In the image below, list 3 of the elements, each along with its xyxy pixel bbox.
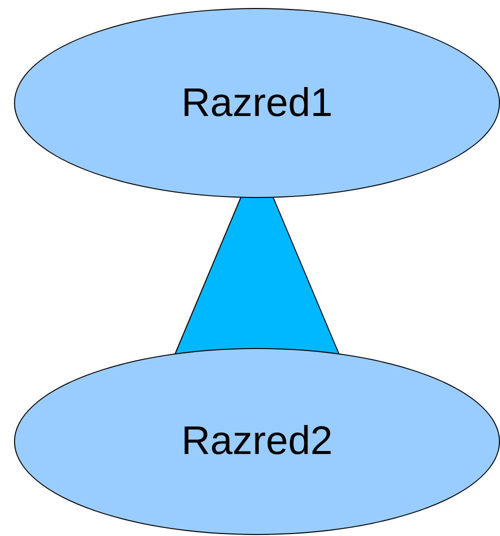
class-name: Razred2	[181, 419, 333, 464]
class-name: Razred1	[181, 80, 333, 126]
wedge-connector	[174, 196, 340, 354]
